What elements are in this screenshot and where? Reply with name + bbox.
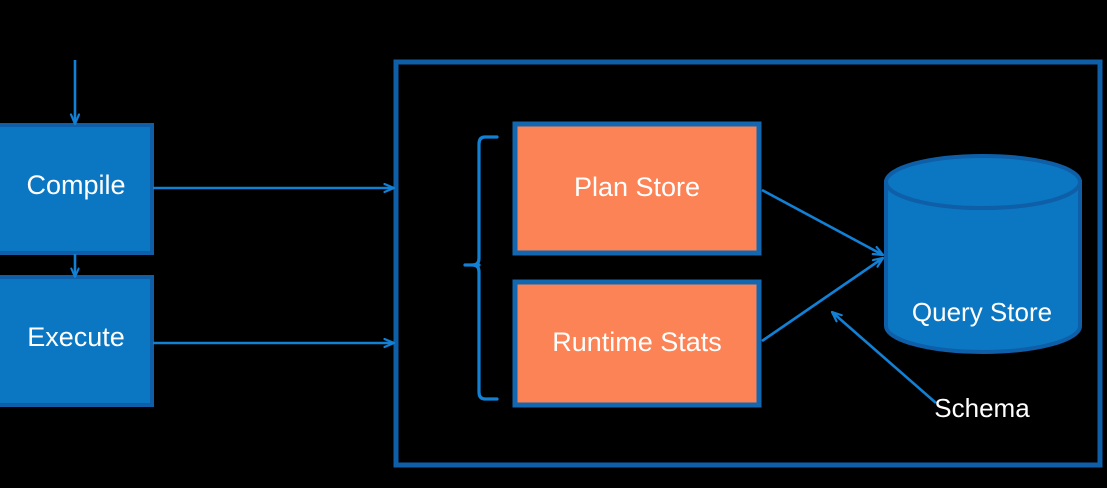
stores-bracket [463,135,499,401]
runtime-stats-box[interactable] [512,279,762,408]
execute-box[interactable] [0,275,154,407]
query-store-schema-cylinder[interactable] [884,154,1082,354]
diagram-canvas: Compile Execute Plan Store Runtime Stats… [0,59,1103,468]
connector-plan-store-to-schema [761,188,883,257]
query-store-container [393,59,1103,468]
diagram-vector-layer [0,59,1103,468]
compile-box[interactable] [0,123,154,255]
plan-store-box[interactable] [512,121,762,256]
connector-runtime-stats-to-schema [761,258,883,343]
connector-external-to-schema [832,312,937,404]
